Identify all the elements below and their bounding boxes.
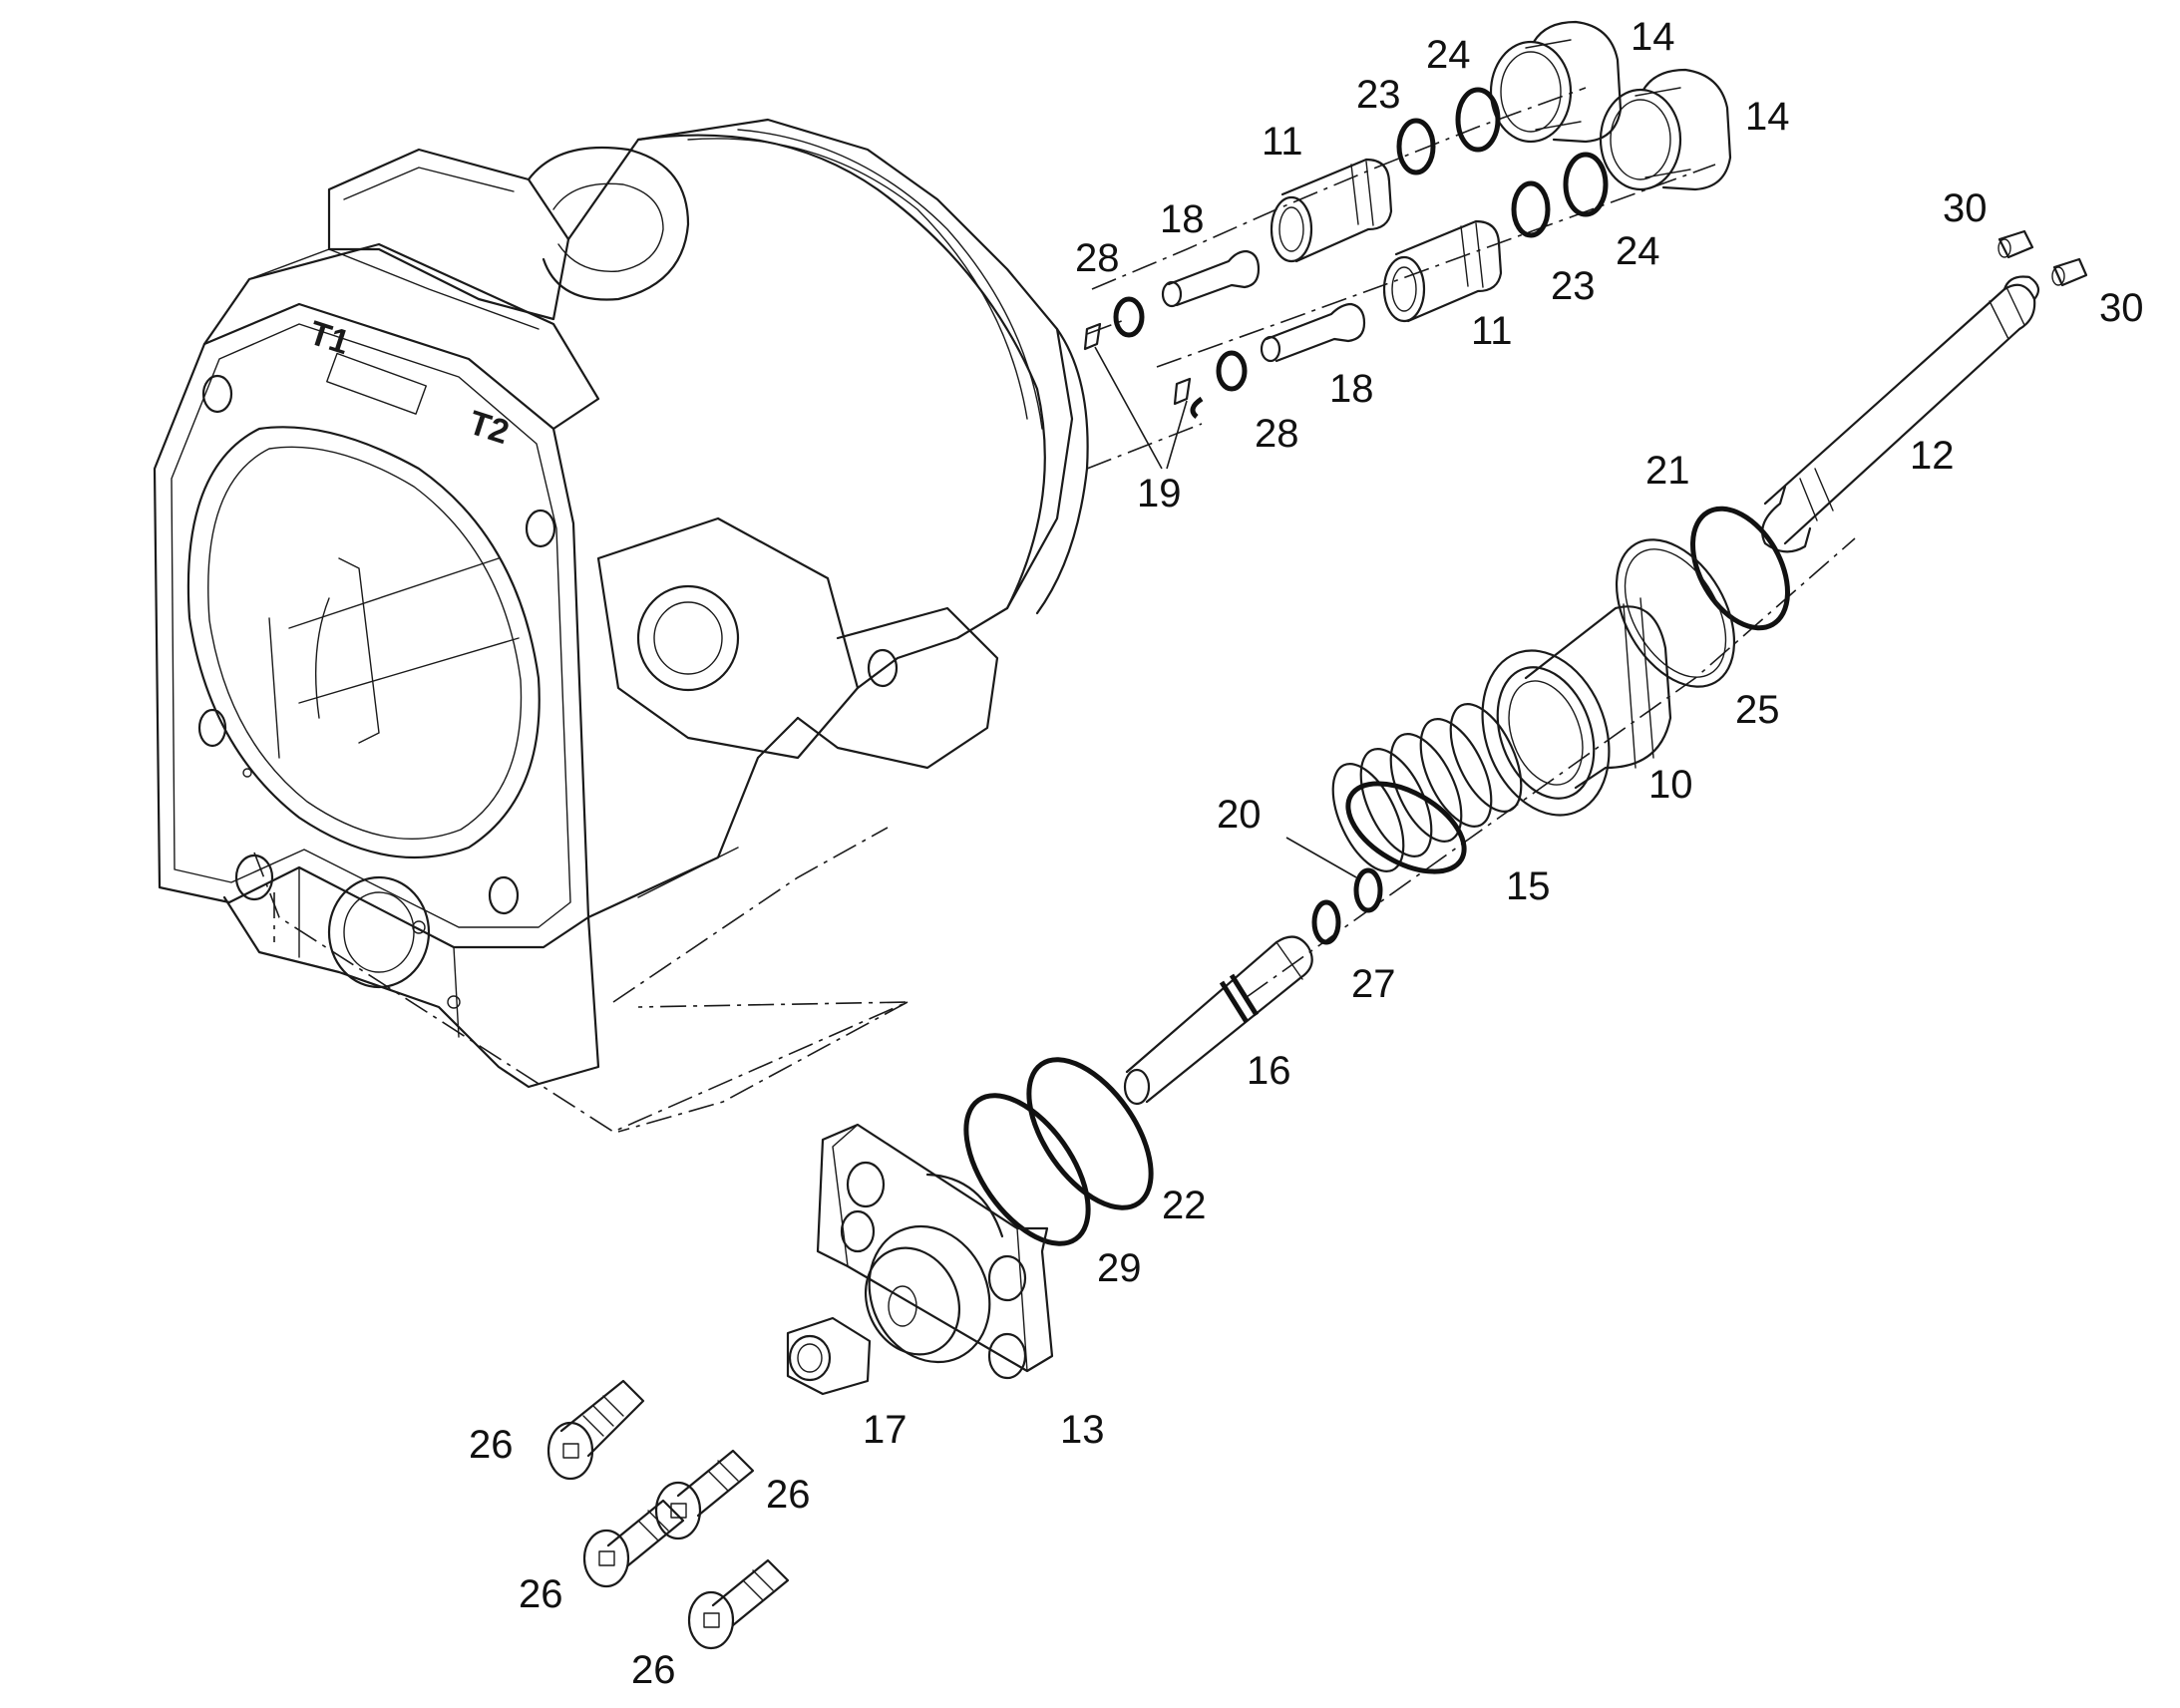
housing-mark-t2: T2 (464, 404, 513, 452)
callout-30-b: 30 (2099, 286, 2144, 330)
callout-11-upper: 11 (1262, 120, 1303, 164)
ring-21 (1690, 506, 1790, 631)
callout-23-lower: 23 (1551, 264, 1596, 308)
plug-30-a (1998, 229, 2034, 259)
callout-29: 29 (1097, 1246, 1142, 1290)
leader-19 (1094, 346, 1188, 470)
leader-20 (1285, 837, 1357, 878)
o-ring-22 (1026, 1057, 1154, 1210)
callout-23-upper: 23 (1356, 73, 1401, 117)
screw-26-a (546, 1379, 645, 1481)
callout-21: 21 (1645, 449, 1690, 493)
rod-16 (1123, 935, 1313, 1106)
callout-24-upper: 24 (1426, 33, 1471, 77)
callout-labels: 10 11 11 12 13 14 14 15 16 17 18 18 19 2… (469, 15, 2144, 1692)
callout-18-lower: 18 (1329, 367, 1374, 411)
plug-30-b (2051, 257, 2088, 287)
ring-25 (1615, 538, 1736, 688)
callout-26-b: 26 (766, 1473, 811, 1517)
callout-14-lower: 14 (1745, 95, 1790, 139)
callout-18-upper: 18 (1160, 197, 1205, 241)
callout-20: 20 (1217, 793, 1262, 837)
callout-16: 16 (1247, 1049, 1291, 1093)
callout-26-d: 26 (631, 1648, 676, 1692)
callout-26-c: 26 (519, 1572, 563, 1616)
callout-17: 17 (863, 1408, 908, 1452)
o-ring-29 (963, 1093, 1091, 1246)
callout-28-lower: 28 (1255, 412, 1299, 456)
circlip-20 (1353, 867, 1383, 913)
circlip-27 (1311, 899, 1341, 945)
spring-15 (1331, 703, 1523, 874)
lower-piston-set (1173, 68, 1732, 419)
callout-12: 12 (1910, 434, 1955, 478)
pump-housing: T1 T2 (153, 118, 1089, 1089)
cover-13 (816, 1123, 1054, 1380)
screw-26-d (687, 1558, 790, 1650)
callout-13: 13 (1060, 1408, 1105, 1452)
nut-17 (786, 1316, 872, 1396)
callout-11-lower: 11 (1471, 309, 1513, 353)
housing-mark-t1: T1 (304, 314, 353, 362)
callout-15: 15 (1506, 864, 1551, 908)
upper-piston-set (1083, 20, 1623, 351)
piston-10 (1481, 597, 1672, 817)
callout-10: 10 (1648, 763, 1693, 807)
callout-19: 19 (1137, 472, 1182, 515)
callout-28-upper: 28 (1075, 236, 1120, 280)
callout-24-lower: 24 (1616, 229, 1660, 273)
callout-25: 25 (1735, 688, 1780, 732)
callout-22: 22 (1162, 1184, 1207, 1227)
callout-30-a: 30 (1943, 186, 1988, 230)
screw-26-b (654, 1449, 755, 1540)
screw-26-c (582, 1499, 685, 1588)
spool-12 (1761, 275, 2040, 553)
callout-14-upper: 14 (1631, 15, 1675, 59)
callout-26-a: 26 (469, 1423, 514, 1467)
callout-27: 27 (1351, 962, 1396, 1006)
